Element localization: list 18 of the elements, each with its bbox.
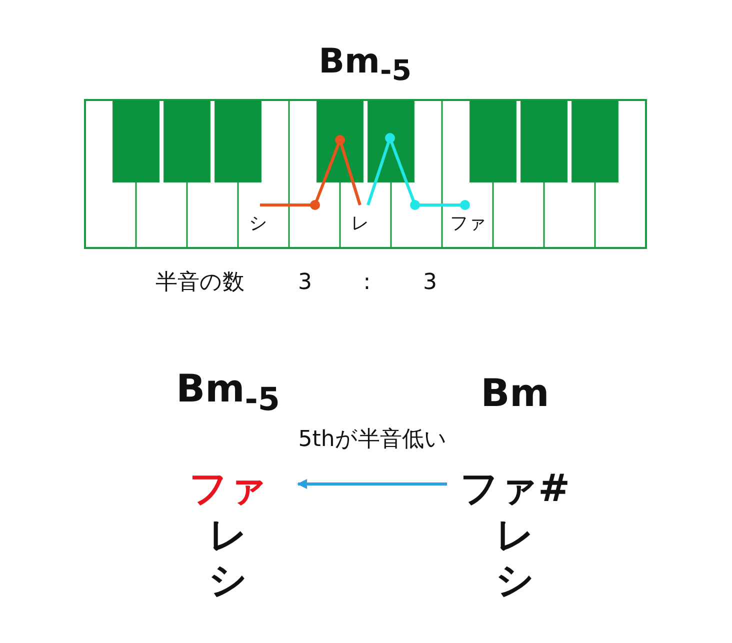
count-number: 3 (298, 272, 312, 294)
separator-text: : (363, 272, 371, 294)
note-name: レ (208, 516, 248, 554)
chord-title: Bm$_{-5}$ (318, 44, 412, 86)
note-name: レ (496, 516, 534, 554)
note-label: シ (249, 215, 267, 233)
caption-text: 半音の数 (156, 272, 244, 294)
note-label: レ (351, 215, 369, 233)
note-name: ファ (189, 469, 267, 507)
note-label: ファ (450, 215, 486, 233)
count-number: 3 (423, 272, 437, 294)
chord-name: Bm$_{-5}$ (176, 369, 280, 417)
note-name: シ (208, 561, 248, 599)
note-name: ファ# (460, 469, 570, 507)
chord-name: Bm (480, 374, 550, 412)
arrow (297, 479, 447, 489)
edge-label: 5thが半音低い (298, 429, 447, 451)
note-name: シ (496, 561, 534, 599)
